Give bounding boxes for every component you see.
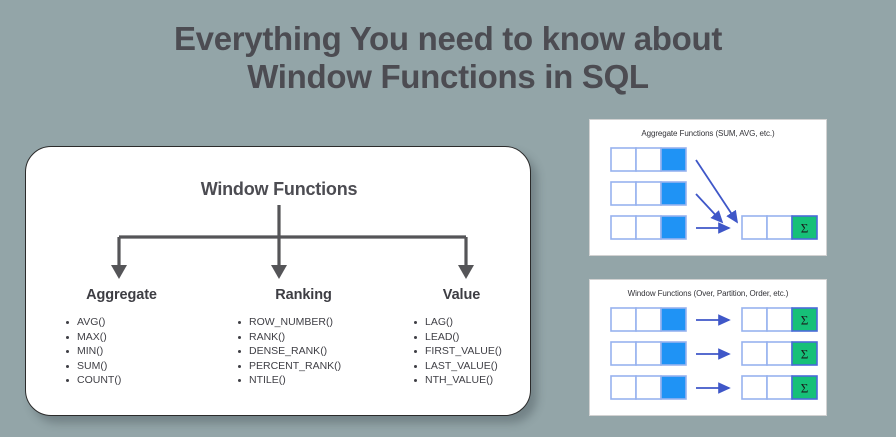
aggregate-functions-panel: Aggregate Functions (SUM, AVG, etc.)	[589, 119, 827, 256]
list-item: LEAD()	[414, 330, 529, 345]
list-item: SUM()	[66, 359, 209, 374]
sigma-symbol: Σ	[801, 381, 809, 396]
list-item: DENSE_RANK()	[238, 344, 391, 359]
input-row	[610, 307, 687, 332]
list-item: FIRST_VALUE()	[414, 344, 529, 359]
function-list-value: LAG() LEAD() FIRST_VALUE() LAST_VALUE() …	[394, 315, 529, 388]
output-row: Σ	[741, 307, 818, 332]
sigma-symbol: Σ	[801, 221, 809, 236]
sigma-symbol: Σ	[801, 313, 809, 328]
card-heading: Window Functions	[200, 179, 358, 199]
page-title-line-1: Everything You need to know about	[173, 20, 723, 57]
function-list-ranking: ROW_NUMBER() RANK() DENSE_RANK() PERCENT…	[216, 315, 391, 388]
output-row: Σ	[741, 215, 818, 240]
category-title-ranking: Ranking	[275, 287, 332, 303]
category-column-ranking: Ranking ROW_NUMBER() RANK() DENSE_RANK()…	[216, 287, 391, 388]
output-row: Σ	[741, 341, 818, 366]
list-item: PERCENT_RANK()	[238, 359, 391, 374]
list-item: MIN()	[66, 344, 209, 359]
panel-caption-aggregate: Aggregate Functions (SUM, AVG, etc.)	[641, 129, 775, 138]
list-item: NTH_VALUE()	[414, 373, 529, 388]
category-column-aggregate: Aggregate AVG() MAX() MIN() SUM() COUNT(…	[34, 287, 209, 388]
list-item: RANK()	[238, 330, 391, 345]
list-item: ROW_NUMBER()	[238, 315, 391, 330]
list-item: MAX()	[66, 330, 209, 345]
window-functions-illustration: Σ Σ Σ	[610, 307, 818, 400]
tree-connector-diagram	[111, 205, 474, 279]
arrowhead-ranking	[271, 265, 287, 279]
list-item: LAG()	[414, 315, 529, 330]
panel-caption-window: Window Functions (Over, Partition, Order…	[627, 289, 789, 298]
arrow-row1-to-output	[695, 159, 738, 224]
page-title: Everything You need to know about Window…	[0, 20, 896, 96]
function-list-aggregate: AVG() MAX() MIN() SUM() COUNT()	[34, 315, 209, 388]
input-row	[610, 341, 687, 366]
aggregate-functions-illustration: Σ	[610, 147, 818, 240]
output-row: Σ	[741, 375, 818, 400]
window-functions-panel: Window Functions (Over, Partition, Order…	[589, 279, 827, 416]
arrow-row2-to-output	[695, 193, 724, 224]
category-title-aggregate: Aggregate	[86, 287, 157, 303]
list-item: NTILE()	[238, 373, 391, 388]
category-column-value: Value LAG() LEAD() FIRST_VALUE() LAST_VA…	[394, 287, 529, 388]
page-title-line-2: Window Functions in SQL	[247, 58, 649, 95]
list-item: AVG()	[66, 315, 209, 330]
input-row	[610, 375, 687, 400]
category-title-value: Value	[442, 287, 481, 303]
list-item: COUNT()	[66, 373, 209, 388]
arrowhead-aggregate	[111, 265, 127, 279]
window-functions-card: Window Functions Aggregate AVG() MAX() M…	[25, 146, 531, 416]
input-row	[610, 215, 687, 240]
arrowhead-value	[458, 265, 474, 279]
list-item: LAST_VALUE()	[414, 359, 529, 374]
input-row	[610, 181, 687, 206]
input-row	[610, 147, 687, 172]
sigma-symbol: Σ	[801, 347, 809, 362]
